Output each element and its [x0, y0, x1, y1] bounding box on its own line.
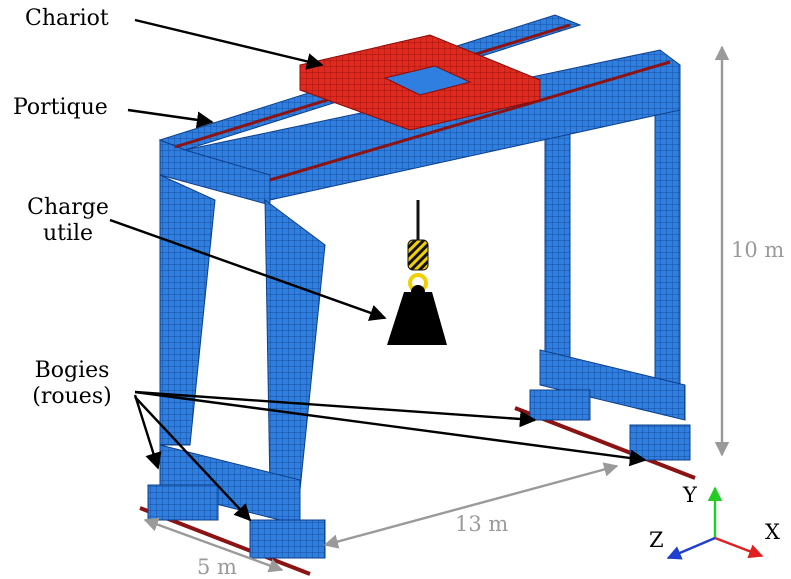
load-handle: [411, 285, 425, 299]
charge-arrow: [109, 218, 387, 321]
label-bogies-line1: Bogies: [34, 358, 110, 383]
bogies-arrow-2: [134, 390, 647, 467]
coordinate-axes: [666, 486, 764, 560]
axis-y-label: Y: [683, 483, 697, 507]
dimension-width-label: 5 m: [197, 555, 237, 579]
load-weight: [387, 292, 447, 345]
label-bogies: Bogies (roues): [18, 358, 126, 410]
label-portique: Portique: [13, 95, 108, 120]
axis-x-label: X: [765, 520, 780, 544]
bogies-arrow-4: [134, 396, 252, 522]
hook-block: [407, 239, 429, 271]
back-right-leg: [654, 69, 681, 399]
dimension-length-label: 13 m: [455, 512, 509, 536]
front-bogie-right: [249, 519, 326, 559]
axis-z-label: Z: [649, 528, 664, 552]
portique-arrow: [127, 108, 214, 129]
rail-top-front: [269, 60, 671, 182]
front-right-leg: [264, 198, 326, 491]
trolley-opening: [383, 65, 472, 96]
front-leg-frame: [147, 174, 326, 559]
label-bogies-line2: (roues): [32, 384, 112, 409]
chariot-arrow: [134, 18, 324, 70]
label-charge-line1: Charge: [27, 195, 109, 220]
length-dimension: [323, 462, 619, 549]
width-dimension: [143, 517, 284, 573]
back-leg-frame: [529, 69, 691, 461]
axis-z-arrow: [666, 536, 716, 560]
trolley: [299, 34, 541, 131]
front-bogie-left: [147, 484, 219, 521]
front-left-leg: [159, 174, 216, 446]
axis-x-arrow: [714, 536, 764, 559]
label-charge-line2: utile: [42, 221, 94, 246]
bogies-arrow-3: [133, 394, 162, 470]
callout-arrows: [109, 18, 647, 522]
label-charge-utile: Charge utile: [18, 195, 118, 247]
bogies-arrow-1: [134, 390, 537, 428]
label-chariot: Chariot: [25, 6, 109, 31]
dimension-height-label: 10 m: [731, 238, 785, 262]
hoist: [387, 200, 447, 345]
back-bogie-left: [529, 389, 591, 421]
back-bogie-right: [629, 424, 691, 461]
dimension-lines: [143, 45, 730, 573]
left-end-beam: [159, 139, 271, 206]
back-lower-beam: [539, 349, 686, 421]
